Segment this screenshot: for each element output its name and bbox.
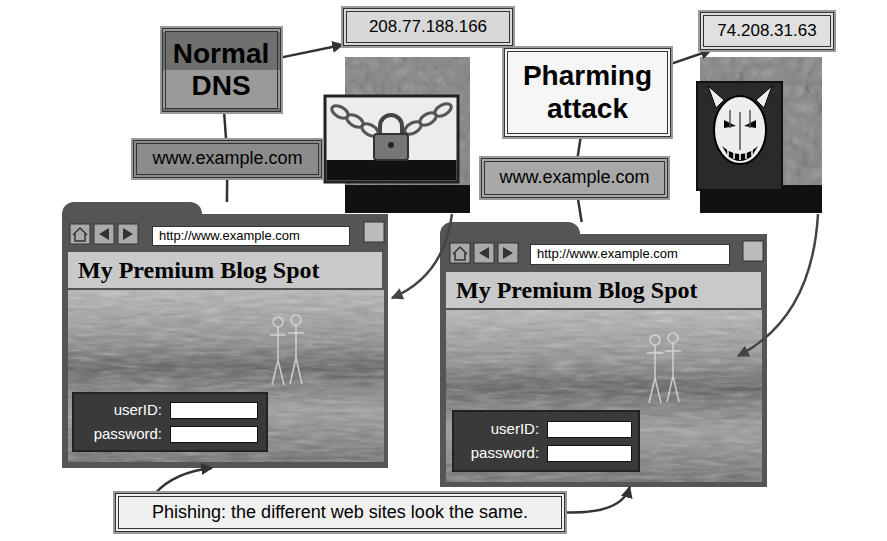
page-title: My Premium Blog Spot	[446, 272, 761, 308]
field-label: password:	[80, 425, 170, 443]
lock-image	[325, 96, 458, 182]
input-field	[547, 445, 632, 462]
field-label: password:	[460, 444, 547, 462]
page-title: My Premium Blog Spot	[68, 252, 382, 288]
connector	[224, 112, 226, 140]
field-label: userID:	[460, 420, 547, 438]
login-form: userID: password:	[452, 410, 640, 472]
box-title: Pharming attack	[512, 60, 663, 124]
attack-mode-box: Pharming attack	[504, 48, 671, 137]
input-field	[547, 421, 632, 438]
demon-image	[697, 82, 782, 190]
domain-box: www.example.com	[481, 158, 668, 198]
input-field	[170, 402, 258, 419]
form-row: userID:	[80, 401, 260, 419]
connector	[565, 487, 630, 513]
ip-address-box: 208.77.188.166	[343, 8, 513, 46]
ip-address: 208.77.188.166	[369, 17, 487, 37]
domain-box: www.example.com	[133, 140, 322, 178]
form-row: userID:	[460, 420, 632, 438]
domain-name: www.example.com	[499, 167, 649, 189]
box-title: Normal DNS	[170, 38, 273, 102]
input-field	[170, 426, 258, 443]
browser-chrome	[440, 222, 767, 487]
dns-mode-box: Normal DNS	[162, 28, 281, 112]
ip-address-box: 74.208.31.63	[700, 12, 834, 50]
field-label: userID:	[80, 401, 170, 419]
browser-window: http://www.example.com My Premium Blog Sp…	[62, 202, 388, 468]
login-form: userID: password:	[72, 392, 268, 452]
connector	[578, 198, 582, 222]
browser-window: http://www.example.com My Premium Blog Sp…	[440, 222, 767, 487]
ip-address: 74.208.31.63	[717, 21, 816, 41]
connector	[671, 50, 712, 64]
address-bar: http://www.example.com	[152, 226, 350, 246]
form-row: password:	[80, 425, 260, 443]
caption-text: Phishing: the different web sites look t…	[152, 502, 528, 524]
delivery-arrow	[392, 214, 452, 298]
domain-name: www.example.com	[152, 148, 302, 170]
connector	[156, 468, 213, 493]
form-row: password:	[460, 444, 632, 462]
connector	[578, 137, 581, 158]
browser-chrome	[62, 202, 388, 468]
address-bar: http://www.example.com	[530, 244, 730, 265]
connector	[281, 45, 344, 58]
caption-box: Phishing: the different web sites look t…	[115, 493, 565, 532]
connector	[226, 178, 229, 202]
